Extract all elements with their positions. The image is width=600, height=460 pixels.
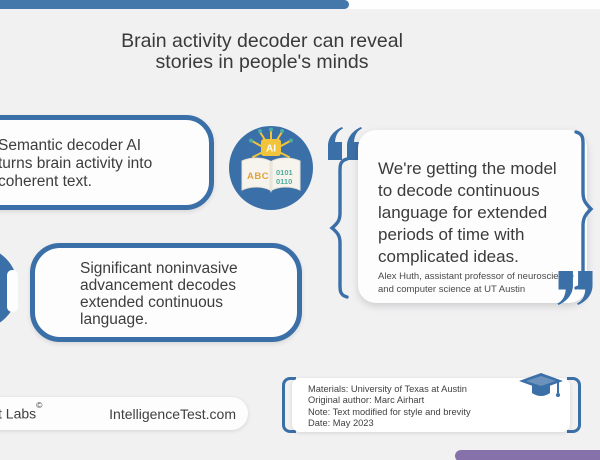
- quote-attribution: Alex Huth, assistant professor of neuros…: [378, 271, 574, 295]
- close-quote-icon: [557, 271, 593, 305]
- partial-icon-art: [7, 270, 18, 312]
- book-binary-line-1: 0101: [276, 168, 293, 177]
- right-bracket-decoration: [567, 377, 581, 433]
- copyright-symbol: ©: [36, 400, 43, 411]
- ai-book-icon: AI ABC 0101 0110: [229, 126, 313, 210]
- top-accent-bar: [0, 0, 349, 9]
- graduation-cap-icon: [519, 373, 563, 397]
- ai-book-icon-art: AI ABC 0101 0110: [241, 127, 301, 193]
- left-bracket-decoration: [282, 377, 296, 433]
- site-link[interactable]: IntelligenceTest.com: [109, 405, 236, 422]
- labs-brand-text: t Labs©: [0, 400, 42, 422]
- key-point-card-1: Semantic decoder AI turns brain activity…: [0, 115, 214, 210]
- key-point-2-text: Significant noninvasive advancement deco…: [80, 260, 238, 328]
- brand-pill: t Labs© IntelligenceTest.com: [0, 397, 248, 430]
- quote-text: We're getting the model to decode contin…: [378, 159, 557, 266]
- open-quote-icon: [328, 127, 362, 160]
- bottom-accent-bar: [455, 450, 600, 460]
- labs-text: t Labs: [0, 405, 37, 422]
- quote-card: We're getting the model to decode contin…: [358, 130, 587, 303]
- page-title: Brain activity decoder can reveal storie…: [121, 30, 403, 73]
- book-left-page-text: ABC: [247, 171, 269, 182]
- key-point-1-text: Semantic decoder AI turns brain activity…: [0, 137, 153, 190]
- book-binary-line-2: 0110: [276, 177, 292, 186]
- right-brace-decoration: [574, 130, 594, 290]
- chip-label: AI: [266, 144, 276, 155]
- partial-circle-icon: [0, 246, 18, 330]
- credits-text: Materials: University of Texas at Austin…: [308, 384, 471, 428]
- credits-box: Materials: University of Texas at Austin…: [292, 378, 570, 432]
- left-brace-decoration: [329, 157, 349, 299]
- key-point-card-2: Significant noninvasive advancement deco…: [30, 243, 302, 342]
